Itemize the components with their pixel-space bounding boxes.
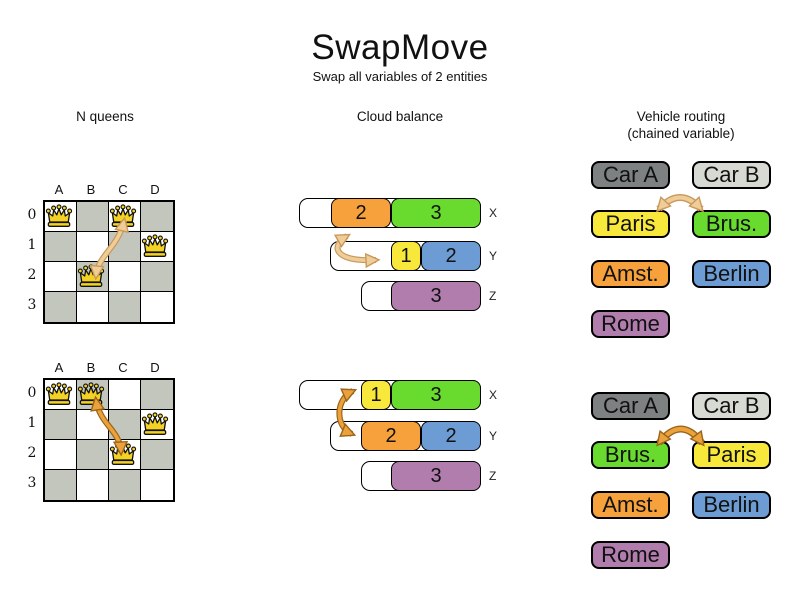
board-column-label: A <box>54 360 64 375</box>
board-cell <box>141 470 173 500</box>
page-title: SwapMove <box>311 28 489 67</box>
vehicle-routing-header: Vehicle routing (chained variable) <box>596 108 766 142</box>
board-row-label: 0 <box>27 385 37 401</box>
cloud-balance-header: Cloud balance <box>356 109 444 124</box>
process-block: 3 <box>391 198 481 228</box>
queen-piece <box>109 441 137 466</box>
board-cell <box>77 470 109 500</box>
computer-label-y: Y <box>489 429 498 443</box>
board-cell <box>141 440 173 470</box>
queen-piece <box>77 381 105 406</box>
stop-box: Brus. <box>591 441 670 469</box>
board-row-label: 3 <box>27 297 37 313</box>
board-cell <box>141 292 173 322</box>
board-cell <box>141 202 173 232</box>
page-subtitle: Swap all variables of 2 entities <box>312 69 488 84</box>
board-column-label: C <box>118 182 128 197</box>
board-cell <box>77 440 109 470</box>
board-row-label: 3 <box>27 475 37 491</box>
computer-label-z: Z <box>489 289 497 303</box>
process-block: 2 <box>361 421 421 451</box>
board-cell <box>77 410 109 440</box>
board-cell <box>109 410 141 440</box>
stop-box: Paris <box>692 441 771 469</box>
board-row-label: 1 <box>27 415 37 431</box>
board-column-label: B <box>86 182 96 197</box>
stop-box: Amst. <box>591 260 670 288</box>
board-cell <box>77 292 109 322</box>
stop-box: Paris <box>591 210 670 238</box>
board-cell <box>141 380 173 410</box>
board-row-label: 1 <box>27 237 37 253</box>
board-column-label: C <box>118 360 128 375</box>
nqueens-header: N queens <box>76 109 134 124</box>
swap-arrow-vehicle-before <box>659 194 701 210</box>
computer-label-z: Z <box>489 469 497 483</box>
queen-piece <box>141 233 169 258</box>
process-block: 3 <box>391 461 481 491</box>
board-cell <box>45 470 77 500</box>
vehicle-box: Car B <box>692 161 771 189</box>
board-cell <box>109 292 141 322</box>
queen-piece <box>45 381 73 406</box>
board-row-label: 2 <box>27 267 37 283</box>
stop-box: Amst. <box>591 491 670 519</box>
queen-piece <box>77 263 105 288</box>
stop-box: Rome <box>591 310 670 338</box>
stop-box: Berlin <box>692 260 771 288</box>
vehicle-box: Car A <box>591 161 670 189</box>
vehicle-routing-header-line1: Vehicle routing <box>636 109 726 124</box>
computer-label-x: X <box>489 388 498 402</box>
board-cell <box>77 202 109 232</box>
queen-piece <box>45 203 73 228</box>
queen-piece <box>109 203 137 228</box>
board-column-label: D <box>150 182 160 197</box>
board-cell <box>141 262 173 292</box>
board-cell <box>45 440 77 470</box>
board-cell <box>109 262 141 292</box>
board-cell <box>109 470 141 500</box>
process-block: 2 <box>331 198 391 228</box>
board-cell <box>109 380 141 410</box>
board-row-label: 2 <box>27 445 37 461</box>
process-block: 3 <box>391 380 481 410</box>
board-cell <box>45 292 77 322</box>
process-block: 1 <box>361 380 391 410</box>
process-block: 1 <box>391 241 421 271</box>
board-cell <box>77 232 109 262</box>
board-column-label: A <box>54 182 64 197</box>
computer-label-y: Y <box>489 249 498 263</box>
board-cell <box>45 232 77 262</box>
vehicle-box: Car B <box>692 392 771 420</box>
board-row-label: 0 <box>27 207 37 223</box>
stop-box: Brus. <box>692 210 771 238</box>
queen-piece <box>141 411 169 436</box>
stop-box: Rome <box>591 541 670 569</box>
board-column-label: B <box>86 360 96 375</box>
process-block: 3 <box>391 281 481 311</box>
computer-label-x: X <box>489 206 498 220</box>
process-block: 2 <box>421 421 481 451</box>
board-cell <box>45 410 77 440</box>
stop-box: Berlin <box>692 491 771 519</box>
vehicle-routing-header-line2: (chained variable) <box>627 126 735 141</box>
board-cell <box>109 232 141 262</box>
vehicle-box: Car A <box>591 392 670 420</box>
process-block: 2 <box>421 241 481 271</box>
board-cell <box>45 262 77 292</box>
board-column-label: D <box>150 360 160 375</box>
